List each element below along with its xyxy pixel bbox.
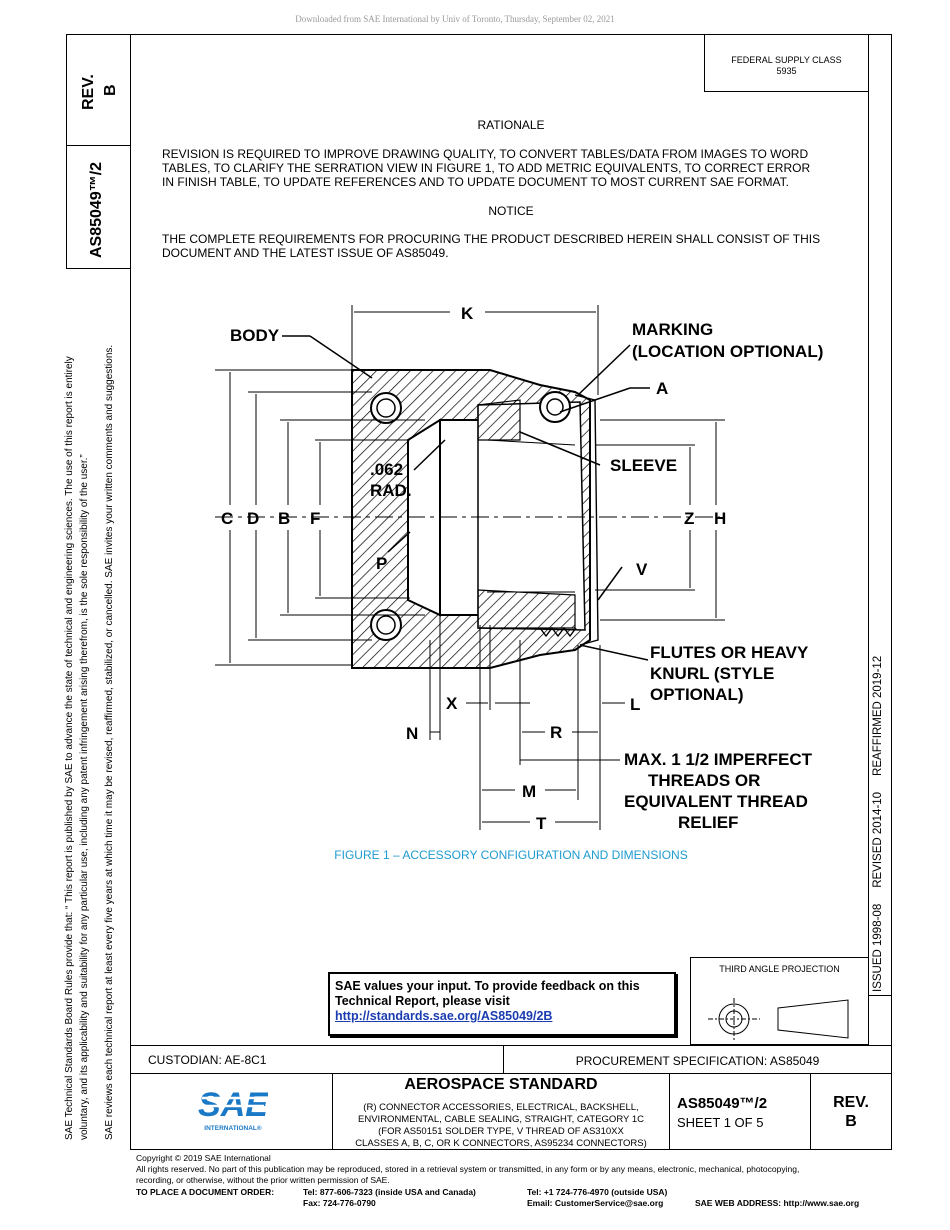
label-r: R	[550, 723, 562, 742]
projection-box	[690, 957, 869, 1045]
label-z: Z	[684, 509, 694, 528]
title-main: AEROSPACE STANDARD	[404, 1076, 598, 1093]
sae-logo-sub: INTERNATIONAL®	[204, 1124, 262, 1132]
notice-heading: NOTICE	[488, 204, 534, 218]
label-n: N	[406, 724, 418, 743]
footer-web: SAE WEB ADDRESS: http://www.sae.org	[695, 1198, 860, 1208]
label-max-3: EQUIVALENT THREAD	[624, 792, 808, 811]
label-d: D	[247, 509, 259, 528]
label-h: H	[714, 509, 726, 528]
title-line-3: (FOR AS50151 SOLDER TYPE, V THREAD OF AS…	[378, 1126, 624, 1137]
label-l: L	[630, 695, 640, 714]
label-rad-2: RAD.	[370, 481, 412, 500]
label-f: F	[310, 509, 320, 528]
sae-logo: SAE INTERNATIONAL®	[198, 1086, 268, 1132]
procurement: PROCUREMENT SPECIFICATION: AS85049	[575, 1054, 820, 1068]
label-p: P	[376, 554, 387, 573]
docnum-cell	[669, 1073, 811, 1150]
rationale-line-2: TABLES, TO CLARIFY THE SERRATION VIEW IN…	[162, 161, 811, 175]
label-x: X	[446, 694, 458, 713]
dates-strip	[868, 34, 892, 996]
side-note-2: voluntary, and its applicability and sui…	[79, 454, 90, 1140]
side-note-3: SAE reviews each technical report at lea…	[104, 344, 115, 1140]
label-max-2: THREADS OR	[648, 771, 760, 790]
label-marking-2: (LOCATION OPTIONAL)	[632, 342, 823, 361]
title-line-1: (R) CONNECTOR ACCESSORIES, ELECTRICAL, B…	[363, 1102, 639, 1113]
dates-text: ISSUED 1998-08 REVISED 2014-10 REAFFIRME…	[872, 655, 884, 992]
rationale-line-3: IN FINISH TABLE, TO UPDATE REFERENCES AN…	[162, 175, 789, 189]
footer-rights-1: All rights reserved. No part of this pub…	[136, 1164, 800, 1174]
label-flutes-1: FLUTES OR HEAVY	[650, 643, 809, 662]
title-line-2: ENVIRONMENTAL, CABLE SEALING, STRAIGHT, …	[358, 1114, 644, 1125]
doc-number: AS85049™/2	[677, 1095, 768, 1112]
feedback-box	[328, 972, 676, 1036]
feedback-line-2: Technical Report, please visit	[335, 994, 510, 1008]
feedback-line-1: SAE values your input. To provide feedba…	[335, 979, 640, 993]
custodian-row	[130, 1045, 892, 1074]
label-m: M	[522, 782, 536, 801]
rev-label: REV.	[833, 1094, 869, 1111]
footer-tel-2: Tel: +1 724-776-4970 (outside USA)	[527, 1187, 668, 1197]
accessory-drawing: BODY K MARKING (LOCATION OPTIONAL) A .06…	[215, 304, 823, 833]
label-sleeve: SLEEVE	[610, 456, 677, 475]
title-line-4: CLASSES A, B, C, OR K CONNECTORS, AS9523…	[355, 1138, 647, 1149]
rev-side-value: B	[102, 84, 119, 96]
rev-side-box	[66, 34, 131, 146]
download-note: Downloaded from SAE International by Uni…	[295, 14, 615, 24]
label-a: A	[656, 379, 668, 398]
rationale-heading: RATIONALE	[477, 118, 545, 132]
label-k: K	[461, 304, 474, 323]
footer-email: Email: CustomerService@sae.org	[527, 1198, 664, 1208]
custodian: CUSTODIAN: AE-8C1	[148, 1053, 267, 1067]
projection-label: THIRD ANGLE PROJECTION	[719, 964, 840, 974]
label-max-1: MAX. 1 1/2 IMPERFECT	[624, 750, 813, 769]
label-v: V	[636, 560, 648, 579]
rev-value: B	[845, 1113, 857, 1130]
footer-rights-2: recording, or otherwise, without the pri…	[136, 1175, 390, 1185]
label-flutes-2: KNURL (STYLE	[650, 664, 774, 683]
label-t: T	[536, 814, 547, 833]
label-rad-1: .062	[370, 460, 403, 479]
label-b: B	[278, 509, 290, 528]
footer-order-label: TO PLACE A DOCUMENT ORDER:	[136, 1187, 275, 1197]
docnum-side-box	[66, 145, 131, 269]
federal-supply-value: 5935	[776, 66, 797, 76]
custodian-divider	[503, 1045, 504, 1074]
federal-supply-box	[704, 34, 869, 92]
side-note-1: SAE Technical Standards Board Rules prov…	[64, 356, 75, 1140]
feedback-link[interactable]: http://standards.sae.org/AS85049/2B	[335, 1009, 553, 1023]
third-angle-projection-icon	[708, 998, 849, 1040]
notice-line-1: THE COMPLETE REQUIREMENTS FOR PROCURING …	[162, 232, 821, 246]
rev-side-label: REV.	[80, 74, 97, 110]
label-flutes-3: OPTIONAL)	[650, 685, 744, 704]
footer-tel-1: Tel: 877-606-7323 (inside USA and Canada…	[303, 1187, 476, 1197]
doc-number-side: AS85049™/2	[88, 161, 105, 258]
federal-supply-label: FEDERAL SUPPLY CLASS	[731, 55, 842, 65]
footer-copyright: Copyright © 2019 SAE International	[136, 1153, 271, 1163]
label-marking-1: MARKING	[632, 320, 713, 339]
label-body: BODY	[230, 326, 280, 345]
label-c: C	[221, 509, 233, 528]
sheet-number: SHEET 1 OF 5	[677, 1115, 764, 1130]
notice-line-2: DOCUMENT AND THE LATEST ISSUE OF AS85049…	[162, 246, 449, 260]
footer-fax: Fax: 724-776-0790	[303, 1198, 376, 1208]
figure-caption: FIGURE 1 – ACCESSORY CONFIGURATION AND D…	[334, 848, 688, 862]
label-max-4: RELIEF	[678, 813, 738, 832]
rationale-line-1: REVISION IS REQUIRED TO IMPROVE DRAWING …	[162, 147, 809, 161]
